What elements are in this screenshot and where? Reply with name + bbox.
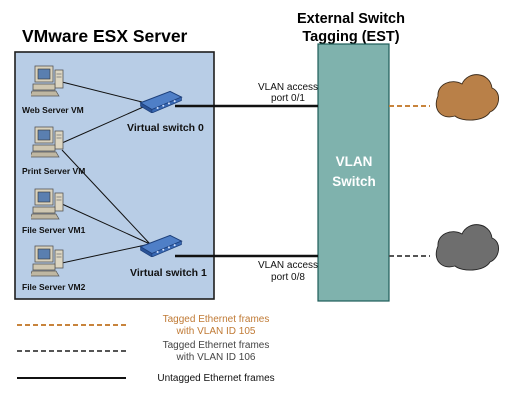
est-title-line2: Tagging (EST) xyxy=(302,29,399,45)
legend: Tagged Ethernet frames with VLAN ID 105 … xyxy=(17,314,275,384)
est-title-line1: External Switch xyxy=(297,11,405,27)
vlan-switch-label-line2: Switch xyxy=(332,174,376,189)
link-print-vm-vswitch1 xyxy=(61,149,151,245)
legend-label-vlan-106-line1: Tagged Ethernet frames xyxy=(163,340,270,351)
port-label-0-8-line2: port 0/8 xyxy=(271,272,305,283)
vlan-105-network-cloud xyxy=(435,74,499,121)
virtual-switch-0-label: Virtual switch 0 xyxy=(127,122,204,134)
vlan-106-network-cloud xyxy=(435,224,499,271)
link-web-vm-vswitch0 xyxy=(61,81,151,105)
port-label-0-8-line1: VLAN access xyxy=(258,260,318,271)
legend-label-vlan-105-line2: with VLAN ID 105 xyxy=(176,326,256,337)
vm-label-print-server: Print Server VM xyxy=(22,166,85,176)
link-print-vm-vswitch0 xyxy=(61,103,151,144)
vlan-switch-label-line1: VLAN xyxy=(336,154,373,169)
port-label-0-1-line1: VLAN access xyxy=(258,82,318,93)
link-file-vm1-vswitch1 xyxy=(61,203,151,245)
virtual-switch-1-label: Virtual switch 1 xyxy=(130,267,207,279)
legend-label-vlan-105-line1: Tagged Ethernet frames xyxy=(163,314,270,325)
esx-title: VMware ESX Server xyxy=(22,26,188,46)
port-label-0-1-line2: port 0/1 xyxy=(271,93,305,104)
legend-label-untagged: Untagged Ethernet frames xyxy=(157,373,274,384)
vm-label-web-server: Web Server VM xyxy=(22,105,84,115)
vm-label-file-server-2: File Server VM2 xyxy=(22,282,86,292)
vm-label-file-server-1: File Server VM1 xyxy=(22,225,86,235)
vlan-switch xyxy=(317,43,390,302)
link-file-vm2-vswitch1 xyxy=(61,243,151,264)
legend-label-vlan-106-line2: with VLAN ID 106 xyxy=(176,352,256,363)
